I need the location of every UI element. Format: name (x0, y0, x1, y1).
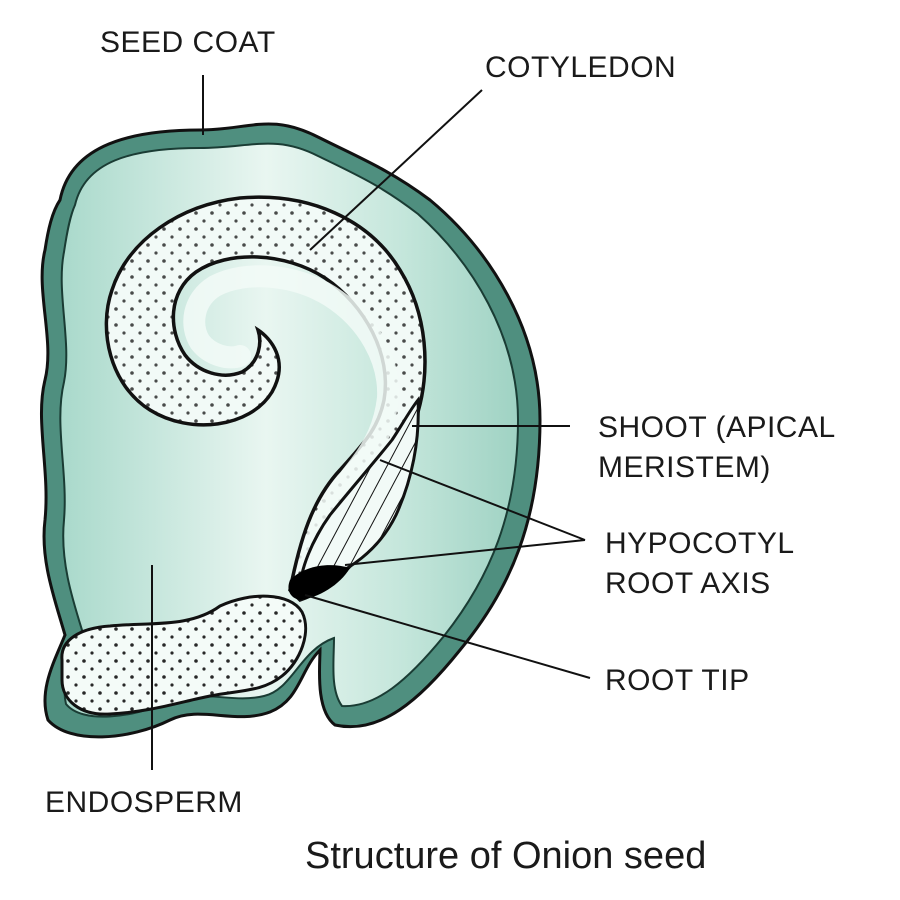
leader-cotyledon (309, 89, 483, 251)
root-tip-shape (288, 565, 350, 600)
label-shoot-line2: MERISTEM) (598, 451, 771, 484)
diagram-caption: Structure of Onion seed (305, 835, 706, 877)
leader-hypocotyl-a (379, 459, 586, 541)
label-cotyledon: COTYLEDON (485, 51, 676, 84)
leader-root-tip (304, 594, 591, 679)
cotyledon-inner-band (183, 265, 400, 571)
leader-hypocotyl-b (344, 539, 586, 566)
label-hypocotyl-line2: ROOT AXIS (605, 567, 771, 600)
label-shoot-line1: SHOOT (APICAL (598, 411, 836, 444)
label-endosperm: ENDOSPERM (45, 786, 243, 819)
label-hypocotyl-line1: HYPOCOTYL (605, 527, 795, 560)
label-seed-coat: SEED COAT (100, 26, 276, 59)
label-root-tip: ROOT TIP (605, 664, 750, 697)
